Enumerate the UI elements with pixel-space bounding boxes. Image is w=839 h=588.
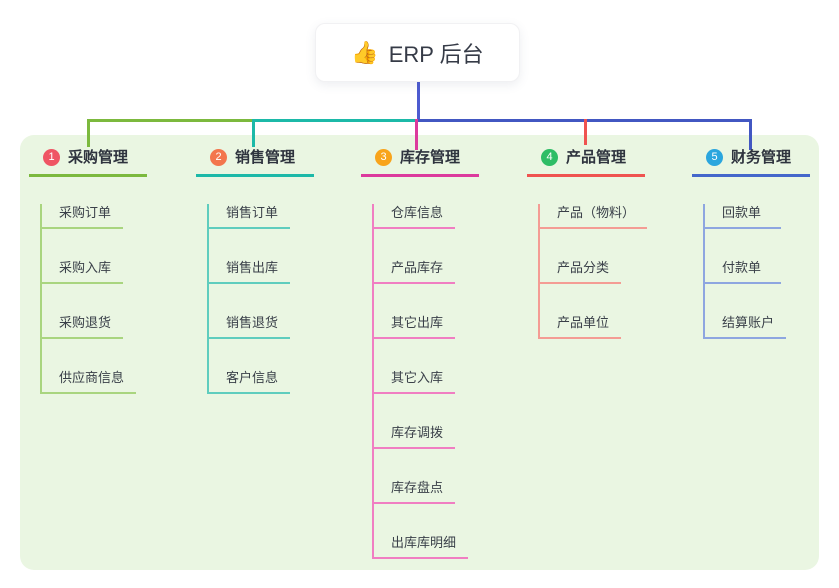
- root-node-label: ERP 后台: [388, 41, 484, 67]
- branch-children: 采购订单 采购入库 采购退货 供应商信息: [40, 204, 137, 394]
- child-node-label: 客户信息: [226, 370, 279, 385]
- root-trunk-line: [417, 82, 420, 120]
- child-node[interactable]: 库存盘点: [374, 479, 456, 504]
- branch-drop-line-4: [584, 119, 587, 145]
- child-node-label: 库存盘点: [391, 480, 444, 495]
- child-node[interactable]: 库存调拨: [374, 424, 456, 449]
- branch-product: 4 产品管理 产品（物料） 产品分类 产品单位: [527, 148, 648, 339]
- branch-number-badge: 1: [43, 149, 60, 166]
- child-node-label: 销售订单: [226, 205, 279, 220]
- branch-children: 销售订单 销售出库 销售退货 客户信息: [207, 204, 291, 394]
- child-node[interactable]: 销售退货: [209, 314, 291, 339]
- child-node[interactable]: 客户信息: [209, 369, 291, 394]
- branch-drop-line-3: [415, 119, 418, 150]
- child-node-label: 出库库明细: [391, 535, 457, 550]
- child-node-label: 付款单: [722, 260, 762, 275]
- branch-sales: 2 销售管理 销售订单 销售出库 销售退货 客户信息: [196, 148, 314, 394]
- child-node[interactable]: 采购退货: [42, 314, 124, 339]
- branch-header-purchase[interactable]: 1 采购管理: [29, 148, 147, 177]
- child-node-label: 产品分类: [557, 260, 610, 275]
- child-node[interactable]: 产品（物料）: [540, 204, 648, 229]
- child-node[interactable]: 付款单: [705, 259, 781, 284]
- branch-drop-line-5: [749, 119, 752, 150]
- branch-label: 销售管理: [235, 149, 296, 166]
- branch-drop-line-1: [87, 119, 90, 147]
- branch-label: 采购管理: [68, 149, 129, 166]
- child-node[interactable]: 产品单位: [540, 314, 622, 339]
- branch-label: 产品管理: [566, 149, 627, 166]
- child-node[interactable]: 采购订单: [42, 204, 124, 229]
- branch-inventory: 3 库存管理 仓库信息 产品库存 其它出库 其它入库 库存调拨 库存盘点 出库库…: [361, 148, 479, 559]
- child-node[interactable]: 出库库明细: [374, 534, 469, 559]
- child-node-label: 仓库信息: [391, 205, 444, 220]
- child-node[interactable]: 其它出库: [374, 314, 456, 339]
- child-node-label: 销售退货: [226, 315, 279, 330]
- child-node[interactable]: 其它入库: [374, 369, 456, 394]
- thumbs-up-icon: 👍: [351, 39, 379, 65]
- child-node[interactable]: 销售出库: [209, 259, 291, 284]
- branch-children: 仓库信息 产品库存 其它出库 其它入库 库存调拨 库存盘点 出库库明细: [372, 204, 469, 559]
- child-node-label: 销售出库: [226, 260, 279, 275]
- child-node[interactable]: 采购入库: [42, 259, 124, 284]
- connector-segment-green: [87, 119, 255, 122]
- branch-header-finance[interactable]: 5 财务管理: [692, 148, 810, 177]
- child-node[interactable]: 销售订单: [209, 204, 291, 229]
- child-node-label: 产品（物料）: [557, 205, 636, 220]
- branch-number-badge: 5: [706, 149, 723, 166]
- child-node-label: 产品单位: [557, 315, 610, 330]
- branch-number-badge: 2: [210, 149, 227, 166]
- child-node-label: 采购订单: [59, 205, 112, 220]
- child-node-label: 库存调拨: [391, 425, 444, 440]
- child-node-label: 采购入库: [59, 260, 112, 275]
- child-node-label: 其它出库: [391, 315, 444, 330]
- branch-header-product[interactable]: 4 产品管理: [527, 148, 645, 177]
- branch-drop-line-2: [252, 119, 255, 147]
- connector-segment-teal: [252, 119, 418, 122]
- branch-children: 回款单 付款单 结算账户: [703, 204, 787, 339]
- child-node[interactable]: 结算账户: [705, 314, 787, 339]
- branch-purchase: 1 采购管理 采购订单 采购入库 采购退货 供应商信息: [29, 148, 147, 394]
- branch-children: 产品（物料） 产品分类 产品单位: [538, 204, 648, 339]
- branch-header-inventory[interactable]: 3 库存管理: [361, 148, 479, 177]
- child-node-label: 回款单: [722, 205, 762, 220]
- child-node[interactable]: 回款单: [705, 204, 781, 229]
- child-node-label: 产品库存: [391, 260, 444, 275]
- child-node[interactable]: 供应商信息: [42, 369, 137, 394]
- branch-header-sales[interactable]: 2 销售管理: [196, 148, 314, 177]
- child-node[interactable]: 产品库存: [374, 259, 456, 284]
- branch-number-badge: 3: [375, 149, 392, 166]
- branch-finance: 5 财务管理 回款单 付款单 结算账户: [692, 148, 810, 339]
- branch-label: 库存管理: [400, 149, 461, 166]
- branch-label: 财务管理: [731, 149, 792, 166]
- child-node[interactable]: 仓库信息: [374, 204, 456, 229]
- root-node[interactable]: 👍 ERP 后台: [315, 23, 520, 82]
- child-node-label: 供应商信息: [59, 370, 125, 385]
- branch-number-badge: 4: [541, 149, 558, 166]
- child-node-label: 其它入库: [391, 370, 444, 385]
- child-node-label: 结算账户: [722, 315, 775, 330]
- mindmap-background-panel: [20, 135, 819, 570]
- child-node-label: 采购退货: [59, 315, 112, 330]
- child-node[interactable]: 产品分类: [540, 259, 622, 284]
